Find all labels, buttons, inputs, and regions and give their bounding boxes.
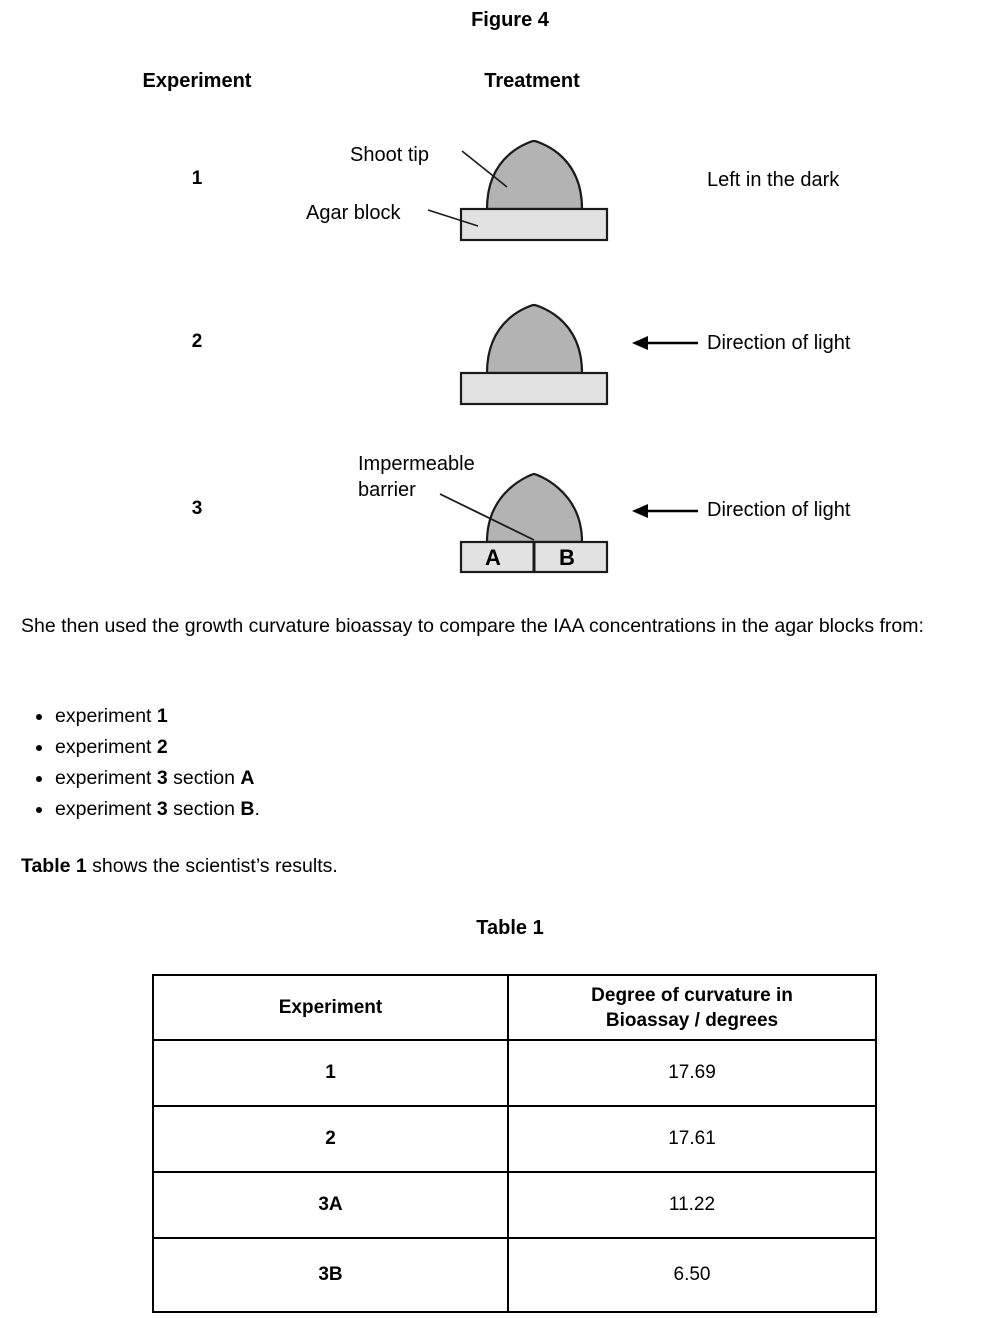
- table-cell-experiment: 2: [152, 1105, 509, 1173]
- experiment-1-diagram: [427, 139, 609, 242]
- agar-block-label: Agar block: [306, 202, 401, 224]
- list-item-bold-2: A: [240, 767, 255, 789]
- table-title: Table 1: [476, 917, 544, 939]
- list-item-bold-2: B: [240, 798, 255, 820]
- table-header-curvature-line2: Bioassay / degrees: [605, 1009, 779, 1031]
- table-header-curvature-line1: Degree of curvature in: [591, 984, 793, 1006]
- experiment-number-3: 3: [191, 498, 203, 519]
- experiment-number-2: 2: [191, 331, 203, 352]
- column-header-experiment: Experiment: [142, 70, 252, 92]
- list-item-bold: 1: [156, 705, 168, 727]
- table-row: 1 17.69: [152, 1039, 877, 1107]
- bullet-list: experiment 1 experiment 2 experiment 3 s…: [21, 703, 521, 827]
- table-cell-experiment: 1: [152, 1039, 509, 1107]
- treatment-label-3: Direction of light: [707, 499, 851, 521]
- table-cell-curvature: 11.22: [507, 1171, 877, 1239]
- figure-title: Figure 4: [471, 9, 549, 31]
- section-letter-a: A: [485, 545, 501, 570]
- agar-block-shape-1: [459, 207, 609, 242]
- shoot-tip-shape-2: [485, 303, 584, 375]
- results-table: Experiment Degree of curvature in Bioass…: [152, 974, 877, 1313]
- table-cell-experiment: 3B: [152, 1237, 509, 1313]
- table-header-experiment: Experiment: [152, 974, 509, 1041]
- table-row: 2 17.61: [152, 1105, 877, 1173]
- table-row: 3A 11.22: [152, 1171, 877, 1239]
- treatment-label-1: Left in the dark: [707, 169, 840, 191]
- list-item-bold: 3: [156, 798, 168, 820]
- list-item-text: experiment: [55, 736, 157, 758]
- treatment-label-2: Direction of light: [707, 332, 851, 354]
- body-paragraph: She then used the growth curvature bioas…: [21, 615, 924, 637]
- list-item-bold: 3: [156, 767, 168, 789]
- list-item: experiment 3 section B.: [21, 796, 521, 827]
- list-item-text-tail: .: [254, 798, 260, 820]
- experiment-2-diagram: [459, 303, 698, 406]
- agar-block-shape-2: [459, 371, 609, 406]
- shoot-tip-label: Shoot tip: [350, 144, 429, 166]
- list-item-text: experiment: [55, 767, 157, 789]
- shoot-tip-shape-3: [485, 472, 584, 544]
- column-header-treatment: Treatment: [484, 70, 580, 92]
- list-item-bold: 2: [156, 736, 168, 758]
- table-header-curvature: Degree of curvature in Bioassay / degree…: [507, 974, 877, 1041]
- section-letter-b: B: [559, 545, 575, 570]
- agar-block-leader-line: [427, 209, 479, 227]
- table-cell-experiment: 3A: [152, 1171, 509, 1239]
- shoot-tip-leader-line: [461, 150, 508, 188]
- table-row: 3B 6.50: [152, 1237, 877, 1313]
- table-intro-bold: Table 1: [21, 855, 87, 877]
- list-item: experiment 2: [21, 734, 521, 765]
- table-intro-sentence: Table 1 shows the scientist’s results.: [21, 855, 338, 878]
- light-direction-arrow-3: [632, 504, 698, 518]
- list-item-text-mid: section: [167, 767, 241, 789]
- list-item: experiment 1: [21, 703, 521, 734]
- impermeable-barrier-label-line1: Impermeable: [358, 453, 475, 475]
- light-direction-arrow-2: [632, 336, 698, 350]
- list-item-text: experiment: [55, 705, 157, 727]
- table-cell-curvature: 17.69: [507, 1039, 877, 1107]
- shoot-tip-shape-1: [485, 139, 584, 211]
- table-intro-rest: shows the scientist’s results.: [86, 855, 338, 877]
- list-item-text-mid: section: [167, 798, 241, 820]
- experiment-number-1: 1: [191, 168, 203, 189]
- impermeable-barrier-leader-line: [439, 493, 535, 541]
- table-cell-curvature: 17.61: [507, 1105, 877, 1173]
- table-header-row: Experiment Degree of curvature in Bioass…: [152, 974, 877, 1041]
- impermeable-barrier-label-line2: barrier: [358, 479, 416, 501]
- list-item-text: experiment: [55, 798, 157, 820]
- table-cell-curvature: 6.50: [507, 1237, 877, 1313]
- list-item: experiment 3 section A: [21, 765, 521, 796]
